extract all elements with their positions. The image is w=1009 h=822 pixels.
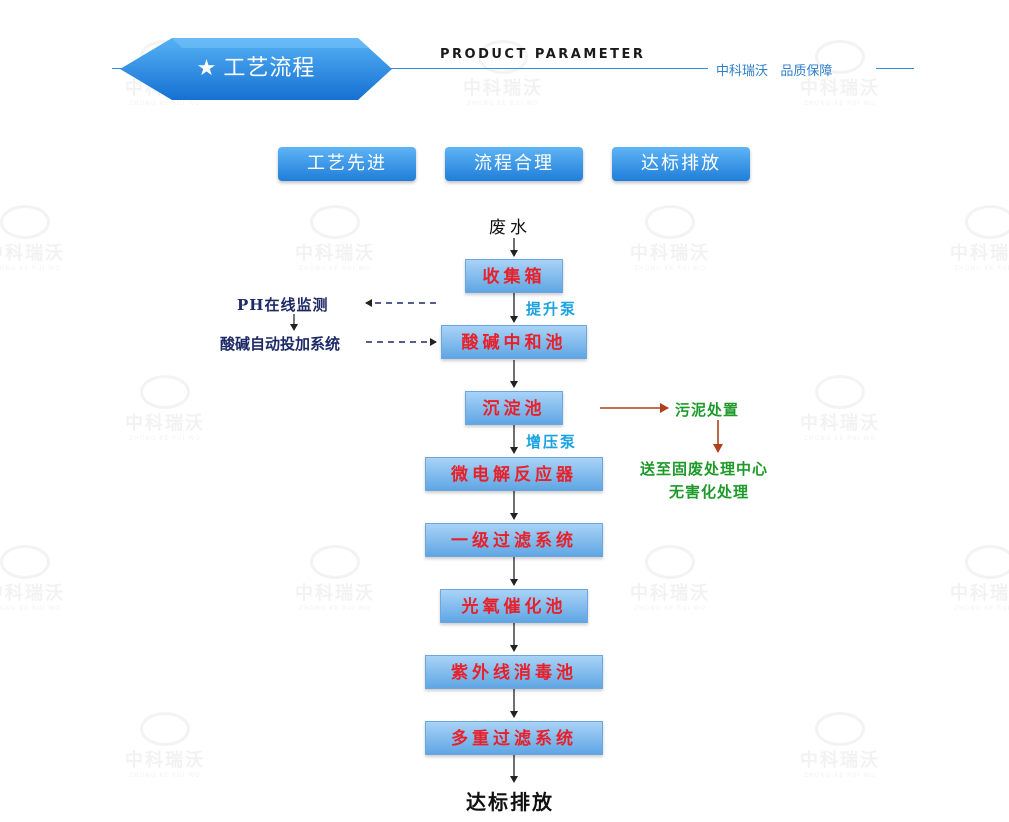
section-title-text: 工艺流程 (223, 56, 316, 81)
flow-step-sedimentation-tank: 沉淀池 (465, 391, 563, 425)
pump-lift-label: 提升泵 (526, 300, 578, 318)
header-badge-shape (120, 38, 392, 100)
dosing-system-label: 酸碱自动投加系统 (220, 335, 341, 353)
header-line-middle (390, 68, 708, 69)
flow-step-neutralization-tank: 酸碱中和池 (441, 325, 587, 359)
flow-step-collection-tank: 收集箱 (465, 259, 563, 293)
tag-advanced-process: 工艺先进 (278, 147, 416, 181)
brand-slogan: 中科瑞沃 品质保障 (716, 64, 833, 79)
sludge-disposal-label: 污泥处置 (675, 401, 740, 419)
tag-reasonable-flow: 流程合理 (445, 147, 583, 181)
flow-step-photo-oxidation-tank: 光氧催化池 (440, 589, 588, 623)
tag-compliant-discharge: 达标排放 (612, 147, 750, 181)
flow-step-primary-filtration: 一级过滤系统 (425, 523, 603, 557)
section-subtitle: PRODUCT PARAMETER (440, 47, 646, 62)
sludge-destination-line2: 无害化处理 (669, 483, 750, 501)
flow-step-micro-electrolysis-reactor: 微电解反应器 (425, 457, 603, 491)
flow-output-label: 达标排放 (466, 790, 554, 814)
ph-monitor-label: PH在线监测 (237, 296, 329, 314)
sludge-destination-line1: 送至固废处理中心 (640, 460, 769, 478)
section-title: ★工艺流程 (120, 38, 392, 100)
flow-step-uv-disinfection-tank: 紫外线消毒池 (425, 655, 603, 689)
header-line-right (876, 68, 914, 69)
flow-step-multi-filtration: 多重过滤系统 (425, 721, 603, 755)
pump-booster-label: 增压泵 (526, 433, 578, 451)
star-icon: ★ (196, 56, 218, 81)
flow-input-label: 废水 (489, 218, 531, 238)
header-badge: ★工艺流程 (120, 38, 392, 100)
